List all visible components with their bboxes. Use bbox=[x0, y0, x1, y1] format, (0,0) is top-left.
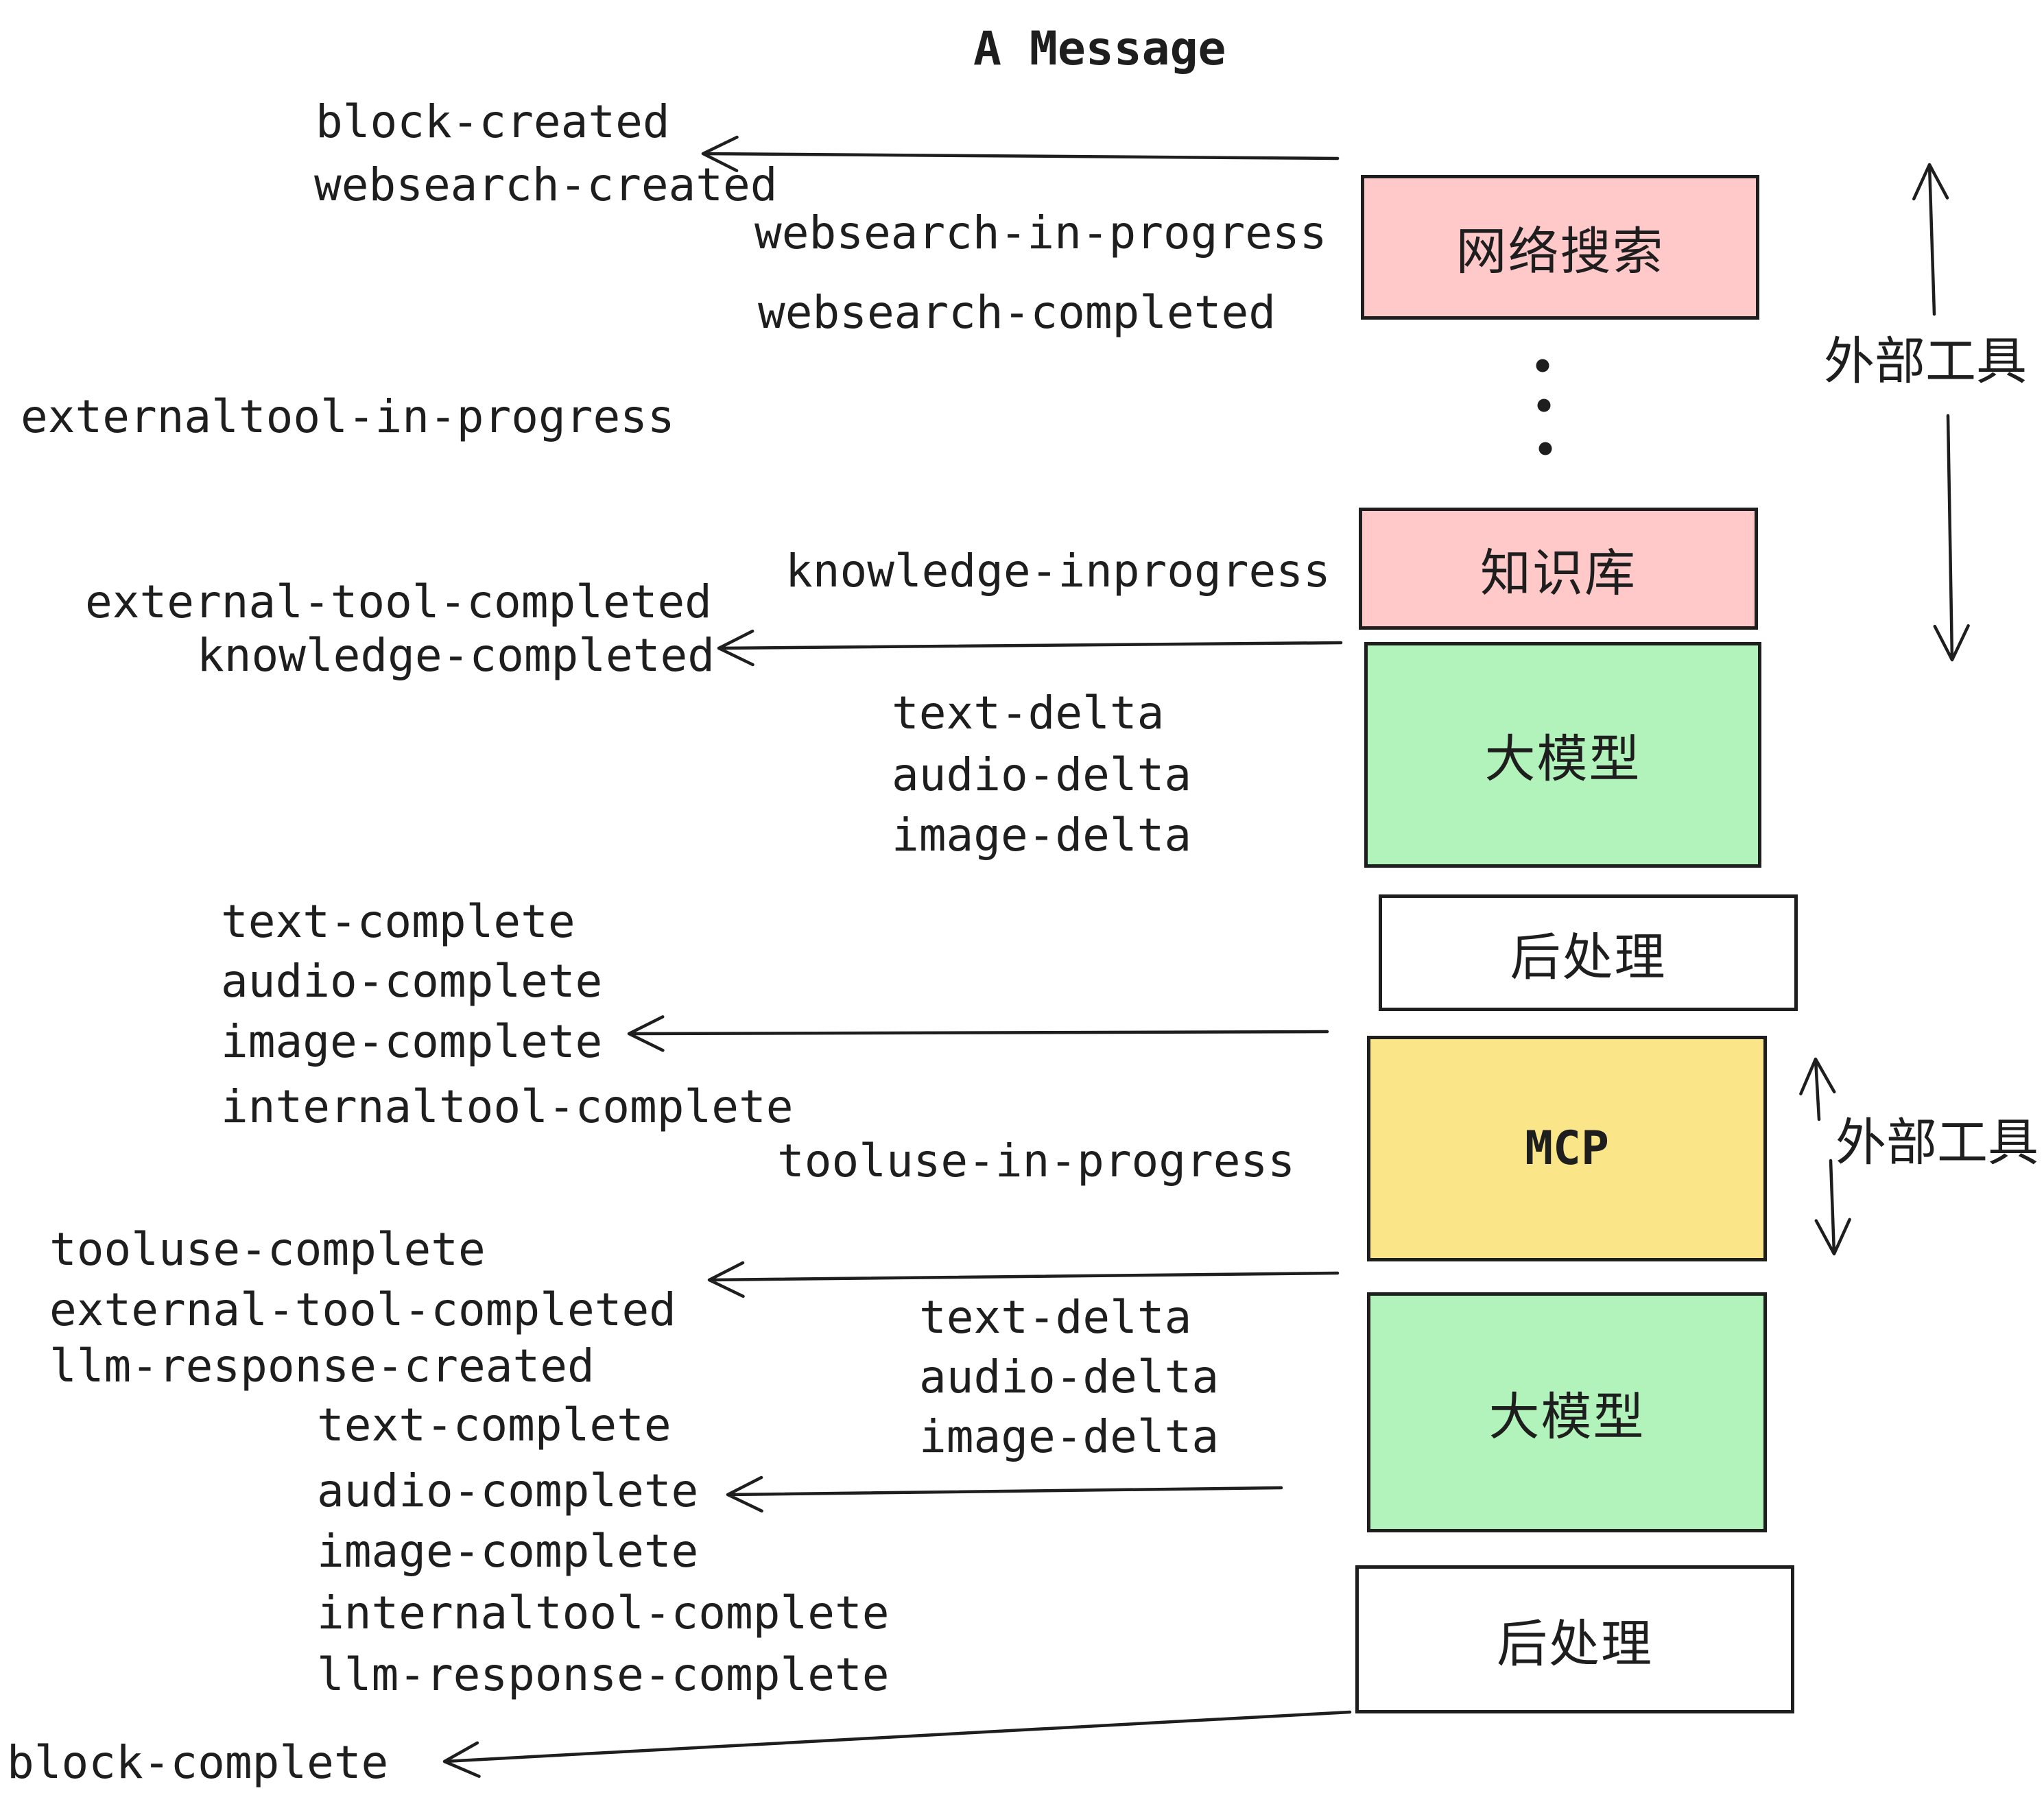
event-label: websearch-in-progress bbox=[754, 206, 1327, 259]
event-label: websearch-completed bbox=[758, 286, 1276, 339]
box-label-knowledge: 知识库 bbox=[1480, 544, 1637, 602]
box-knowledge: 知识库 bbox=[1359, 508, 1758, 630]
side-label-external-tools: 外部工具 bbox=[1824, 333, 2027, 390]
ellipsis-dot bbox=[1538, 442, 1552, 455]
event-label: external-tool-completed bbox=[85, 575, 712, 628]
arrow-to-audio-complete bbox=[726, 1475, 1283, 1513]
event-label: audio-delta bbox=[919, 1351, 1220, 1403]
box-label-llm-1: 大模型 bbox=[1484, 731, 1641, 787]
event-label: audio-delta bbox=[892, 748, 1192, 801]
event-label: audio-complete bbox=[317, 1464, 699, 1517]
event-label: image-complete bbox=[317, 1525, 699, 1578]
box-label-llm-2: 大模型 bbox=[1488, 1388, 1645, 1445]
side-label-external-tools: 外部工具 bbox=[1835, 1114, 2039, 1171]
arrow-external-tools-up-1 bbox=[1912, 163, 1949, 316]
ellipsis-dot bbox=[1536, 359, 1549, 372]
box-post-2: 后处理 bbox=[1355, 1565, 1794, 1713]
arrow-to-tooluse-complete bbox=[707, 1261, 1340, 1298]
event-label: block-complete bbox=[7, 1736, 389, 1789]
event-label: text-complete bbox=[317, 1399, 672, 1451]
event-label: knowledge-inprogress bbox=[785, 545, 1331, 597]
event-label: llm-response-created bbox=[49, 1340, 595, 1392]
arrow-external-tools-down-1 bbox=[1933, 414, 1970, 662]
event-label: audio-complete bbox=[221, 955, 603, 1008]
event-label: internaltool-complete bbox=[221, 1080, 794, 1133]
box-label-websearch: 网络搜索 bbox=[1455, 223, 1665, 280]
event-label: text-complete bbox=[221, 895, 575, 948]
event-label: internaltool-complete bbox=[317, 1587, 890, 1639]
box-label-mcp: MCP bbox=[1525, 1121, 1609, 1176]
box-websearch: 网络搜索 bbox=[1361, 175, 1759, 320]
event-label: image-delta bbox=[892, 809, 1192, 862]
box-llm-2: 大模型 bbox=[1367, 1292, 1767, 1532]
event-label: external-tool-completed bbox=[49, 1283, 676, 1336]
event-label: image-delta bbox=[919, 1410, 1220, 1463]
event-label: websearch-created bbox=[314, 158, 778, 211]
box-llm-1: 大模型 bbox=[1364, 642, 1761, 868]
event-label: block-created bbox=[316, 95, 670, 148]
box-label-post-1: 后处理 bbox=[1510, 928, 1667, 986]
event-label: text-delta bbox=[892, 687, 1165, 739]
diagram-title: A Message bbox=[973, 22, 1226, 76]
arrow-external-tools-down-2 bbox=[1814, 1159, 1851, 1256]
event-label: text-delta bbox=[919, 1291, 1192, 1344]
box-post-1: 后处理 bbox=[1379, 894, 1798, 1011]
event-label: knowledge-completed bbox=[197, 629, 715, 682]
event-label: llm-response-complete bbox=[317, 1648, 890, 1701]
event-label: externaltool-in-progress bbox=[21, 390, 675, 443]
box-mcp: MCP bbox=[1367, 1036, 1767, 1261]
arrow-to-block-complete bbox=[442, 1710, 1352, 1778]
arrow-to-image-complete bbox=[627, 1015, 1329, 1052]
event-label: image-complete bbox=[221, 1015, 603, 1068]
ellipsis-dot bbox=[1537, 399, 1551, 412]
event-label: tooluse-in-progress bbox=[777, 1135, 1295, 1187]
arrow-external-tools-up-2 bbox=[1799, 1057, 1836, 1121]
arrow-to-knowledge-completed bbox=[717, 629, 1343, 667]
event-label: tooluse-complete bbox=[49, 1223, 486, 1276]
arrow-to-block-created bbox=[701, 135, 1340, 173]
box-label-post-2: 后处理 bbox=[1497, 1615, 1653, 1672]
